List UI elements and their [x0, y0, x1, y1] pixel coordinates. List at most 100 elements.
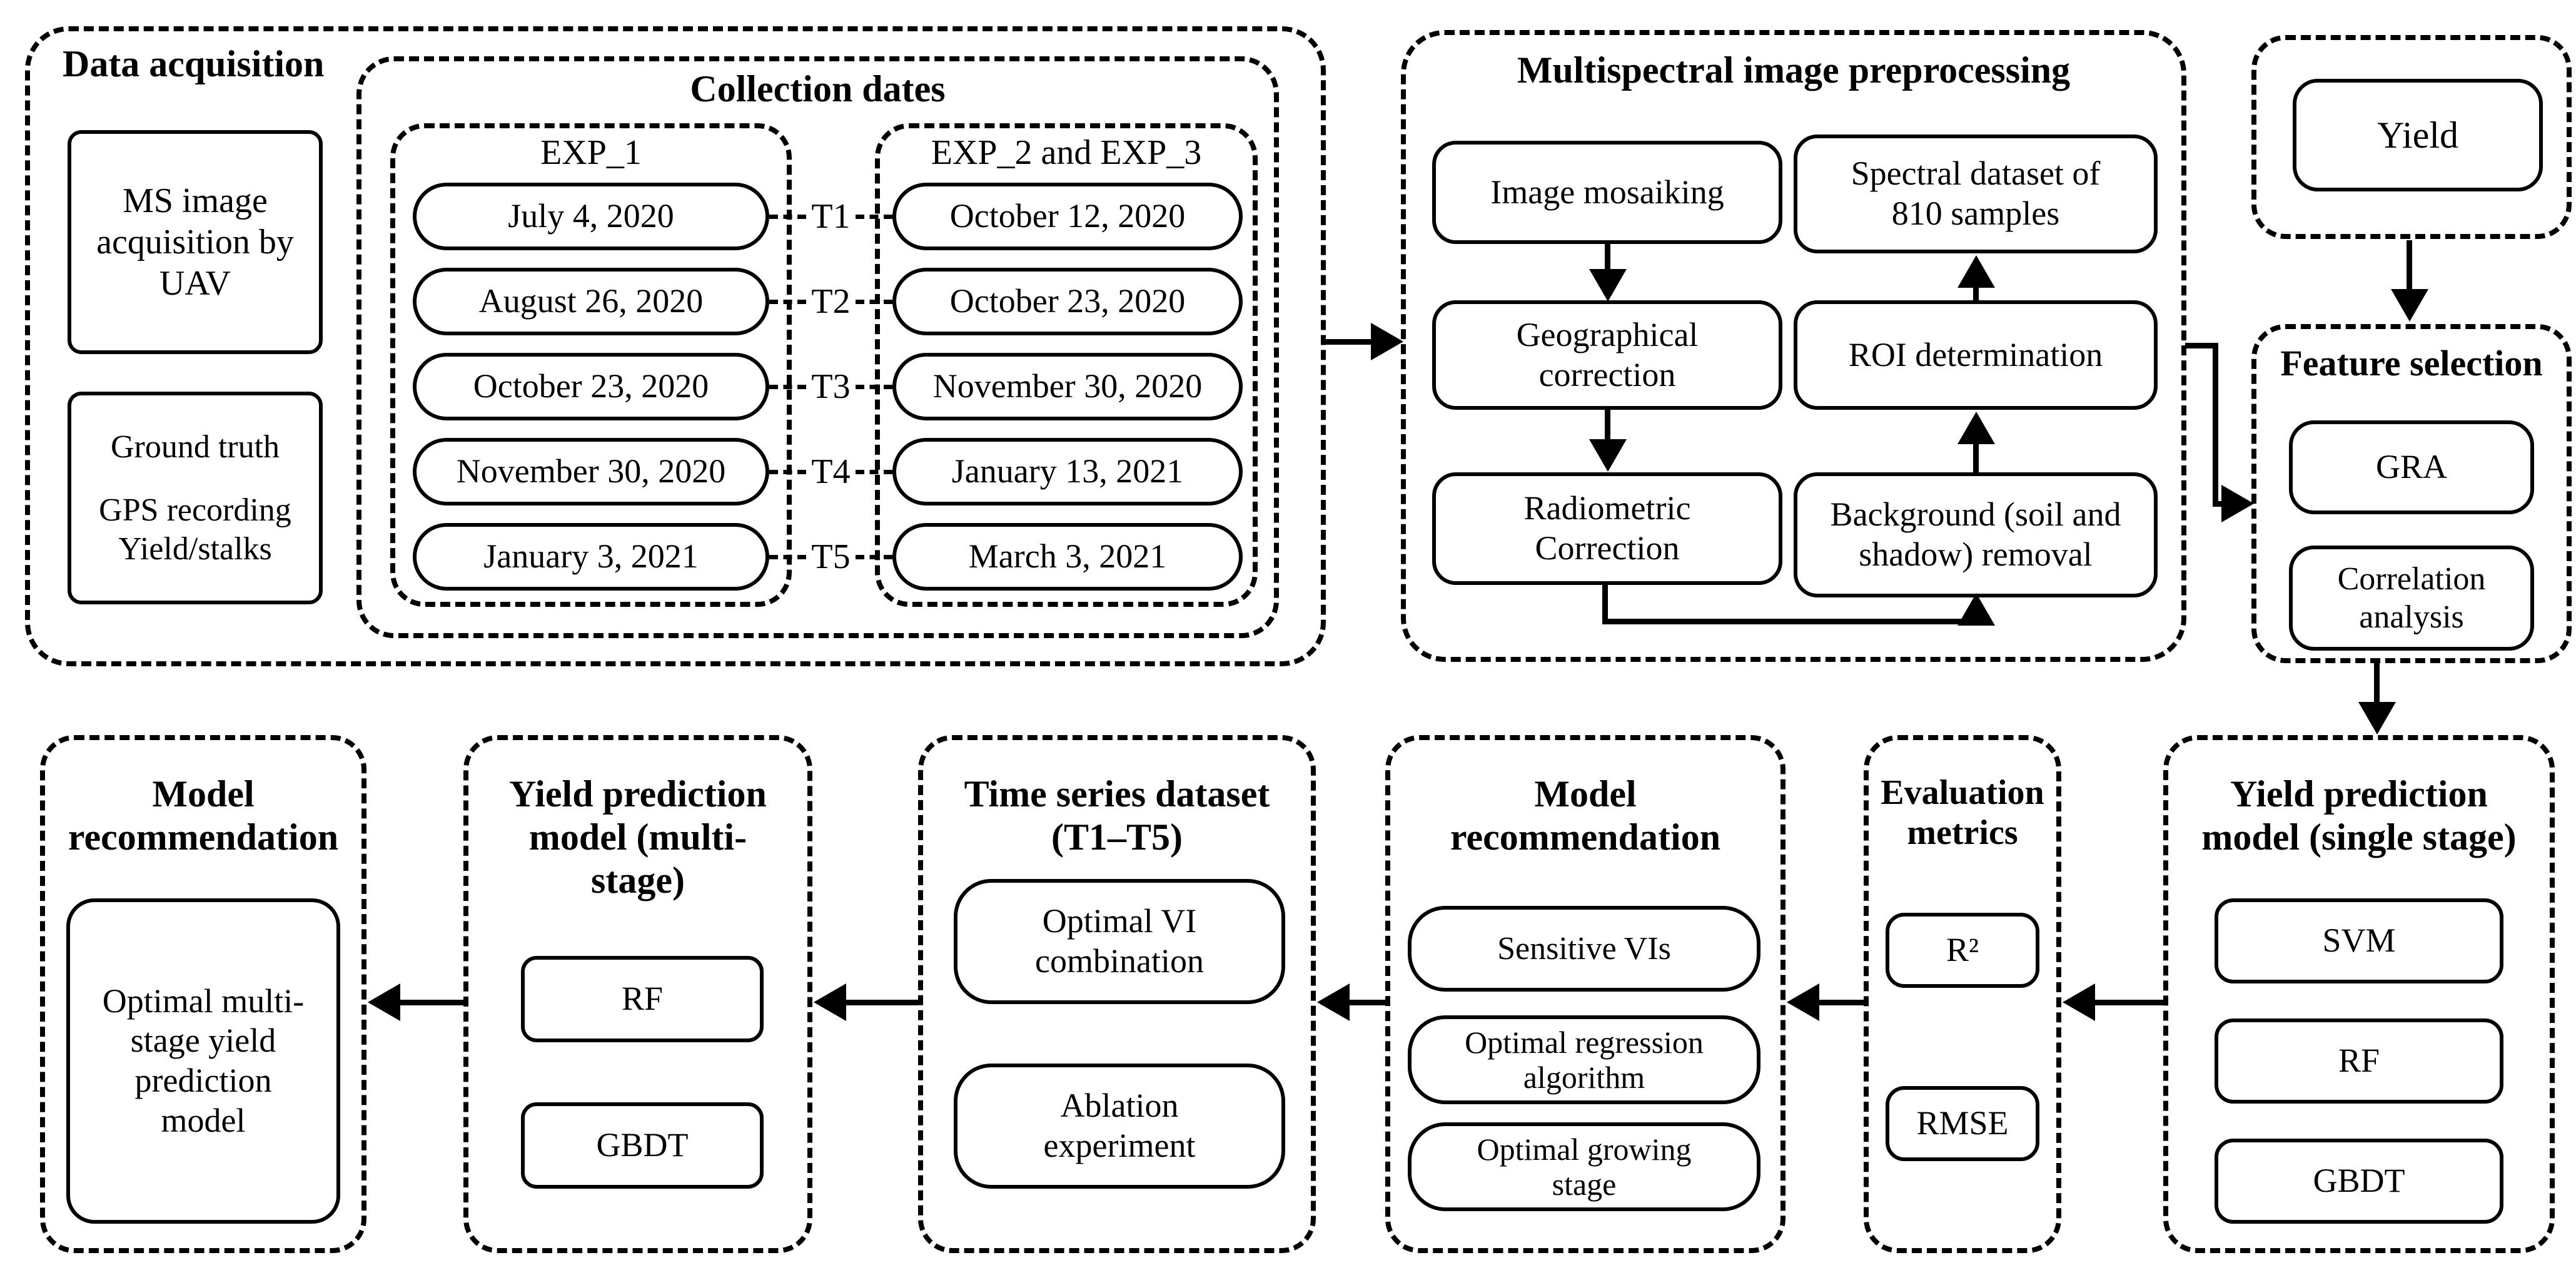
- t1-connector: T1: [769, 183, 892, 250]
- arrow-multistage-to-rec-head: [368, 983, 400, 1021]
- multi-stage-gbdt-label: GBDT: [596, 1126, 689, 1164]
- model-rec-mid-title: Model recommendation: [1450, 773, 1721, 858]
- correlation-analysis-box: Correlation analysis: [2289, 546, 2534, 651]
- single-stage-group: [2163, 735, 2555, 1253]
- exp23-date-pill: March 3, 2021: [892, 523, 1243, 591]
- background-removal-box: Background (soil and shadow) removal: [1794, 472, 2158, 597]
- exp23-date-pill: January 13, 2021: [892, 438, 1243, 505]
- ms-image-acquisition-label: MS image acquisition by UAV: [96, 181, 294, 303]
- arrow-ts-to-multistage-line: [842, 1000, 918, 1005]
- exp23-title: EXP_2 and EXP_3: [931, 133, 1202, 172]
- single-stage-svm-box: SVM: [2215, 898, 2503, 983]
- roi-determination-label: ROI determination: [1848, 335, 2103, 373]
- t3-connector: T3: [769, 353, 892, 420]
- arrow-acq-to-preprocess-line: [1325, 339, 1373, 345]
- single-stage-gbdt-label: GBDT: [2313, 1162, 2405, 1200]
- sensitive-vis-box: Sensitive VIs: [1408, 906, 1760, 992]
- evaluation-metrics-group: [1864, 735, 2061, 1253]
- t4-label: T4: [811, 452, 851, 491]
- radiometric-correction-label: Radiometric Correction: [1523, 489, 1691, 567]
- exp23-date-pill: October 12, 2020: [892, 183, 1243, 250]
- exp23-group: [875, 123, 1258, 607]
- exp1-date-pill: July 4, 2020: [413, 183, 769, 250]
- yield-stalks-line: Yield/stalks: [118, 531, 272, 567]
- exp1-date-pill: January 3, 2021: [413, 523, 769, 591]
- single-stage-gbdt-box: GBDT: [2215, 1139, 2503, 1224]
- arrow-feature-to-single-line: [2374, 662, 2380, 704]
- ground-truth-box: Ground truth GPS recording Yield/stalks: [68, 392, 323, 604]
- exp23-date-1: October 12, 2020: [949, 197, 1186, 235]
- spectral-dataset-label: Spectral dataset of 810 samples: [1851, 155, 2101, 232]
- exp1-date-4: November 30, 2020: [456, 452, 726, 490]
- t5-label: T5: [811, 537, 851, 576]
- elbow-pre-feat-h1: [2185, 343, 2218, 348]
- multi-stage-rf-label: RF: [621, 980, 664, 1018]
- rmse-label: RMSE: [1916, 1104, 2009, 1142]
- elbow-pre-feat-v: [2213, 343, 2218, 507]
- dotted-line: [855, 554, 892, 559]
- exp23-date-2: October 23, 2020: [949, 282, 1186, 320]
- dotted-line: [855, 214, 892, 219]
- r2-box: R²: [1886, 913, 2039, 988]
- model-rec-final-group: [40, 735, 366, 1253]
- ablation-experiment-box: Ablation experiment: [954, 1064, 1285, 1189]
- model-rec-mid-group: [1385, 735, 1786, 1253]
- arrow-acq-to-preprocess-head: [1371, 323, 1403, 360]
- exp1-title: EXP_1: [540, 133, 642, 172]
- ground-truth-line: Ground truth: [110, 429, 280, 465]
- data-acquisition-title: Data acquisition: [63, 43, 325, 84]
- data-acquisition-group: [25, 26, 1326, 666]
- optimal-multistage-model-label: Optimal multi-stage yield prediction mod…: [102, 982, 305, 1139]
- optimal-regression-box: Optimal regression algorithm: [1408, 1015, 1760, 1104]
- arrow-geo-to-radio-head: [1589, 439, 1627, 472]
- optimal-regression-label: Optimal regression algorithm: [1465, 1025, 1704, 1095]
- arrow-mosaik-to-geo-line: [1605, 243, 1610, 272]
- single-stage-svm-label: SVM: [2322, 922, 2396, 960]
- exp1-date-pill: November 30, 2020: [413, 438, 769, 505]
- correlation-analysis-label: Correlation analysis: [2337, 561, 2486, 635]
- t2-label: T2: [811, 282, 851, 321]
- roi-determination-box: ROI determination: [1794, 300, 2158, 410]
- ablation-experiment-label: Ablation experiment: [1043, 1087, 1196, 1164]
- preprocessing-title: Multispectral image preprocessing: [1517, 49, 2071, 91]
- exp1-date-pill: August 26, 2020: [413, 268, 769, 335]
- arrow-bg-to-roi-head: [1957, 412, 1995, 444]
- dotted-line: [769, 384, 807, 389]
- gps-recording-line: GPS recording: [99, 492, 291, 529]
- arrow-roi-to-spectral-head: [1957, 255, 1995, 288]
- arrow-eval-to-rec-head: [1787, 983, 1819, 1021]
- arrow-yield-to-feature-line: [2407, 240, 2412, 292]
- evaluation-metrics-title: Evaluation metrics: [1881, 773, 2044, 853]
- exp23-date-pill: October 23, 2020: [892, 268, 1243, 335]
- time-series-title: Time series dataset (T1–T5): [964, 773, 1270, 858]
- arrow-rec-to-ts-line: [1346, 1000, 1385, 1005]
- exp23-date-pill: November 30, 2020: [892, 353, 1243, 420]
- arrow-feature-to-single-head: [2358, 702, 2396, 734]
- multi-stage-title: Yield prediction model (multi-stage): [509, 773, 767, 901]
- rmse-box: RMSE: [1886, 1086, 2039, 1161]
- exp1-date-3: October 23, 2020: [473, 367, 709, 405]
- radiometric-correction-box: Radiometric Correction: [1432, 472, 1782, 585]
- collection-dates-title: Collection dates: [690, 68, 946, 109]
- optimal-growing-stage-label: Optimal growing stage: [1477, 1132, 1692, 1202]
- elbow-pre-feat-h2: [2213, 501, 2226, 507]
- ms-image-acquisition-box: MS image acquisition by UAV: [68, 130, 323, 354]
- arrow-ts-to-multistage-head: [814, 983, 846, 1021]
- optimal-vi-combination-box: Optimal VI combination: [954, 879, 1285, 1004]
- arrow-mosaik-to-geo-head: [1589, 269, 1627, 302]
- yield-label: Yield: [2377, 114, 2458, 156]
- background-removal-label: Background (soil and shadow) removal: [1830, 495, 2121, 573]
- single-stage-title: Yield prediction model (single stage): [2201, 773, 2517, 858]
- elbow-radio-bg-head: [1957, 593, 1995, 626]
- single-stage-rf-label: RF: [2338, 1042, 2380, 1080]
- optimal-vi-combination-label: Optimal VI combination: [1035, 902, 1204, 980]
- arrow-single-to-eval-head: [2063, 983, 2095, 1021]
- single-stage-rf-box: RF: [2215, 1018, 2503, 1104]
- exp23-date-3: November 30, 2020: [932, 367, 1203, 405]
- exp1-date-pill: October 23, 2020: [413, 353, 769, 420]
- elbow-pre-feat-head: [2221, 485, 2254, 522]
- arrow-roi-to-spectral-line: [1973, 283, 1979, 302]
- t1-label: T1: [811, 197, 851, 236]
- collection-dates-group: [356, 56, 1279, 638]
